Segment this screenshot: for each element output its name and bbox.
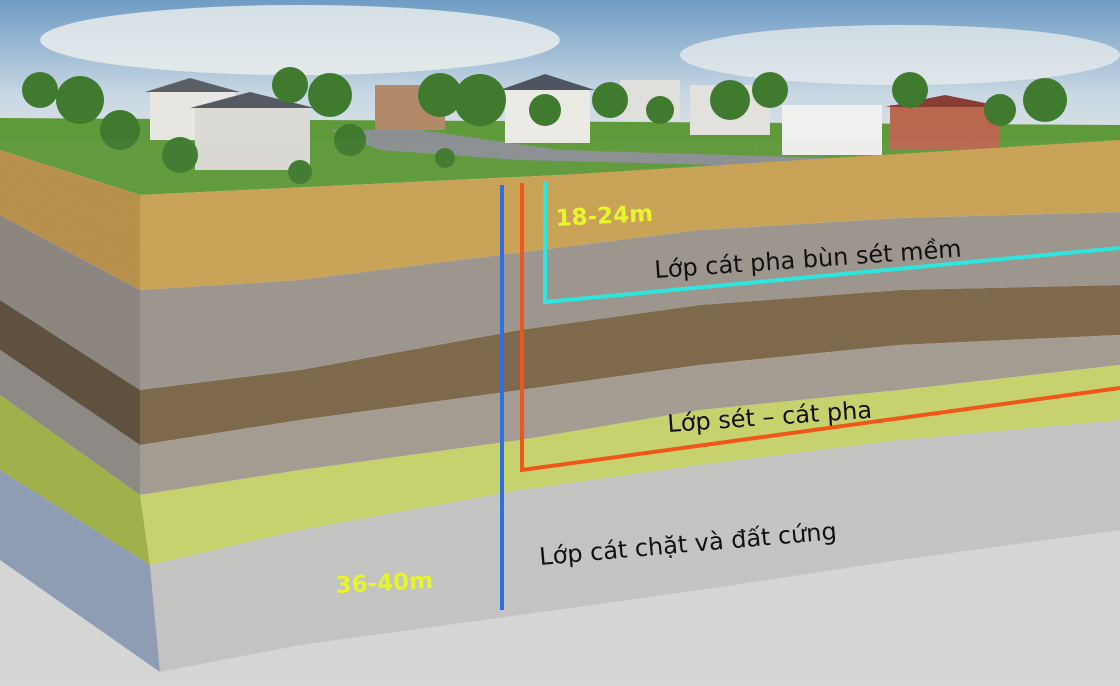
middle-well-pipe bbox=[520, 183, 1120, 473]
trees bbox=[22, 67, 1067, 184]
depth-label-shallow: 18-24m bbox=[555, 201, 654, 232]
cloud bbox=[40, 5, 560, 75]
block-front-face bbox=[0, 140, 1120, 680]
depth-label-deep: 36-40m bbox=[335, 568, 434, 599]
cloud bbox=[680, 25, 1120, 85]
shallow-well-pipe bbox=[543, 182, 1120, 305]
